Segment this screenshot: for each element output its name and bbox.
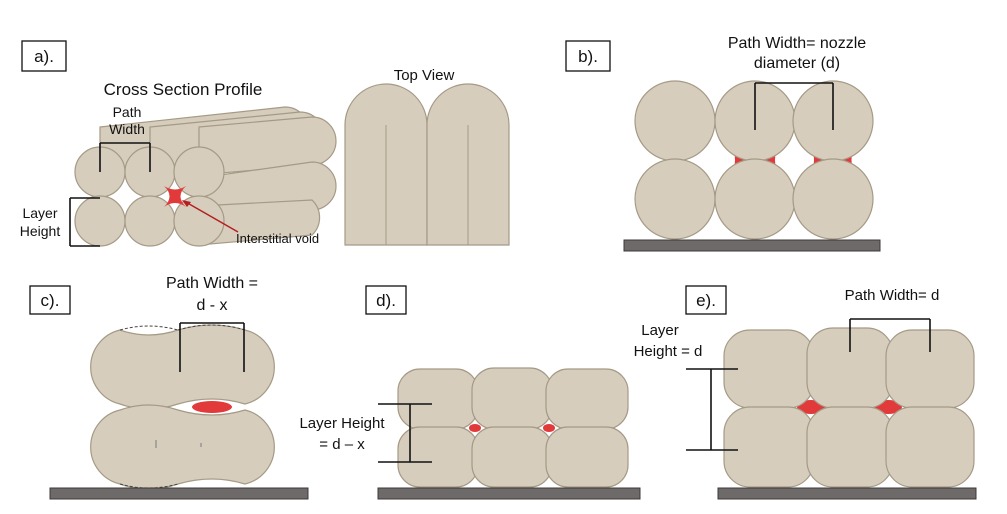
- panel-d-beads: [397, 367, 629, 488]
- interstitial-void: [164, 186, 186, 207]
- panel-a-tag: a).: [34, 47, 54, 66]
- panel-d-tag-box: [365, 285, 407, 315]
- cross-section-title: Cross Section Profile: [104, 80, 263, 99]
- layer-height-label-2: Height: [20, 223, 61, 239]
- panel-c-beads: [90, 324, 275, 490]
- panel-d: d). Layer Height = d – x: [299, 285, 641, 500]
- panel-b-tag-box: [565, 40, 611, 72]
- top-view-title: Top View: [394, 67, 455, 84]
- panel-d-label-2: = d – x: [319, 436, 365, 453]
- panel-d-build-plate: [377, 487, 641, 500]
- panel-d-label-1: Layer Height: [299, 415, 385, 432]
- panel-b-label-1: Path Width= nozzle: [728, 35, 866, 52]
- panel-c-tag: c).: [41, 291, 60, 310]
- panel-d-voids: [469, 424, 555, 432]
- top-view-beads: [344, 83, 510, 246]
- panel-e-path-width: Path Width= d: [845, 287, 940, 304]
- panel-c: c). Path Width = d - x: [29, 275, 309, 500]
- layer-height-label-1: Layer: [22, 205, 57, 221]
- panel-b: b). Path Width= nozzle diameter (d): [565, 35, 881, 252]
- panel-a: a). Cross Section Profile Path Width Lay…: [20, 40, 510, 247]
- panel-c-label-2: d - x: [196, 297, 227, 314]
- panel-e-tag-box: [685, 285, 727, 315]
- void-arrow: [183, 200, 239, 233]
- panel-e-layer-label-1: Layer: [641, 322, 679, 339]
- path-width-label-2: Width: [109, 121, 145, 137]
- panel-c-label-1: Path Width =: [166, 275, 258, 292]
- panel-a-tag-box: [21, 40, 67, 72]
- panel-b-build-plate: [623, 239, 881, 252]
- path-width-label-1: Path: [113, 104, 142, 120]
- panel-e-tag: e).: [696, 291, 716, 310]
- panel-b-tag: b).: [578, 47, 598, 66]
- panel-e-beads: [723, 327, 975, 488]
- panel-b-label-2: diameter (d): [754, 55, 840, 72]
- panel-d-tag: d).: [376, 291, 396, 310]
- panel-e-build-plate: [717, 487, 977, 500]
- panel-e: e). Path Width= d Layer Height = d: [634, 285, 977, 500]
- panel-c-build-plate: [49, 487, 309, 500]
- cross-section-beads: [74, 146, 225, 247]
- panel-b-beads: [634, 80, 874, 240]
- void-label: Interstitial void: [236, 231, 319, 246]
- panel-c-tag-box: [29, 285, 71, 315]
- panel-e-layer-label-2: Height = d: [634, 343, 703, 360]
